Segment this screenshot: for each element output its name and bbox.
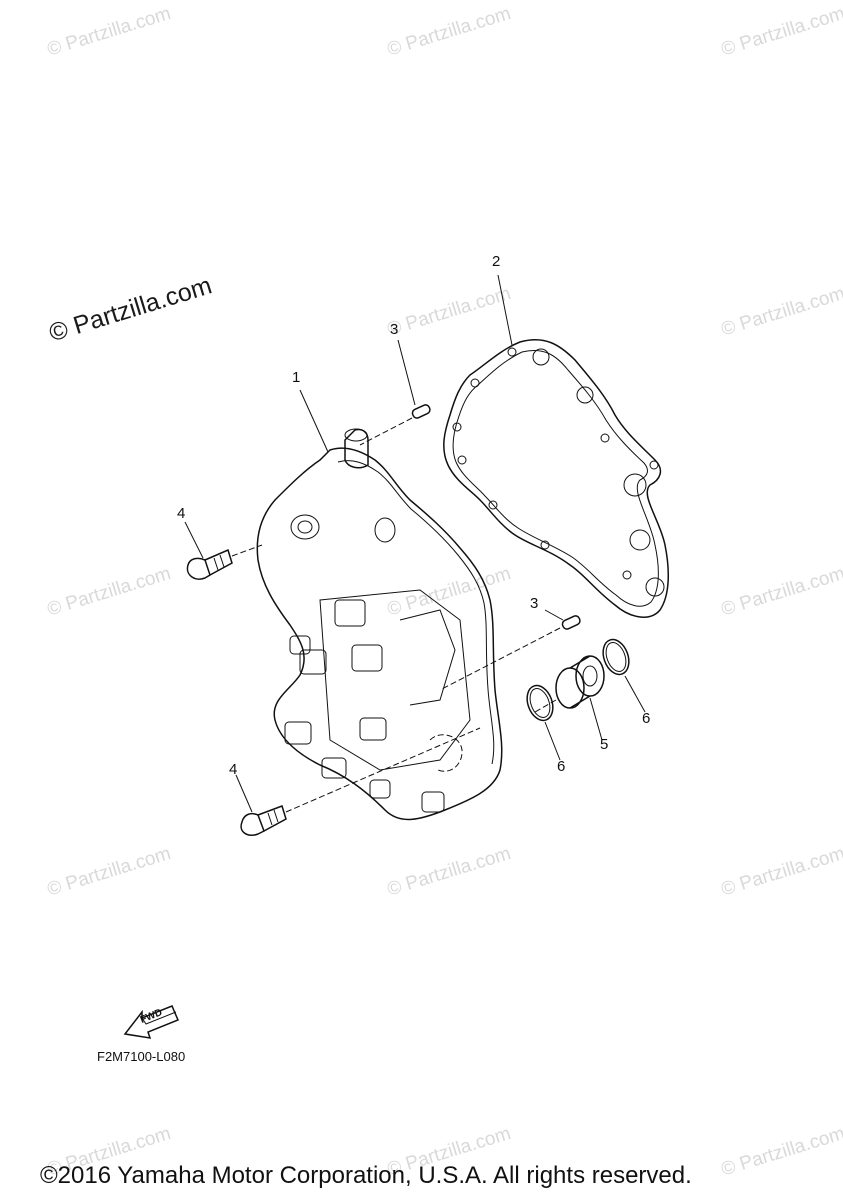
- copyright-notice: ©2016 Yamaha Motor Corporation, U.S.A. A…: [40, 1162, 692, 1189]
- callout-3-upper: 3: [390, 321, 399, 338]
- callout-1: 1: [292, 369, 301, 386]
- callout-5: 5: [600, 736, 609, 753]
- gasket-part: [443, 338, 670, 618]
- cover-part: [256, 428, 503, 821]
- collar-part: [534, 655, 605, 713]
- callout-6-right: 6: [642, 710, 651, 727]
- callout-3-lower: 3: [530, 595, 539, 612]
- diagram-code: F2M7100-L080: [97, 1049, 186, 1064]
- bolt-lower: [240, 727, 481, 836]
- leader-lines: [184, 274, 646, 813]
- o-ring-right: [602, 638, 630, 676]
- dowel-pin-upper: [359, 404, 431, 446]
- o-ring-left: [526, 684, 554, 722]
- dowel-pin-lower: [439, 615, 581, 691]
- bolt-upper: [186, 544, 263, 580]
- callout-4-upper: 4: [177, 505, 186, 522]
- callout-6-left: 6: [557, 758, 566, 775]
- callout-2: 2: [492, 253, 501, 270]
- fwd-arrow-icon: [123, 1005, 179, 1039]
- callout-4-lower: 4: [229, 761, 238, 778]
